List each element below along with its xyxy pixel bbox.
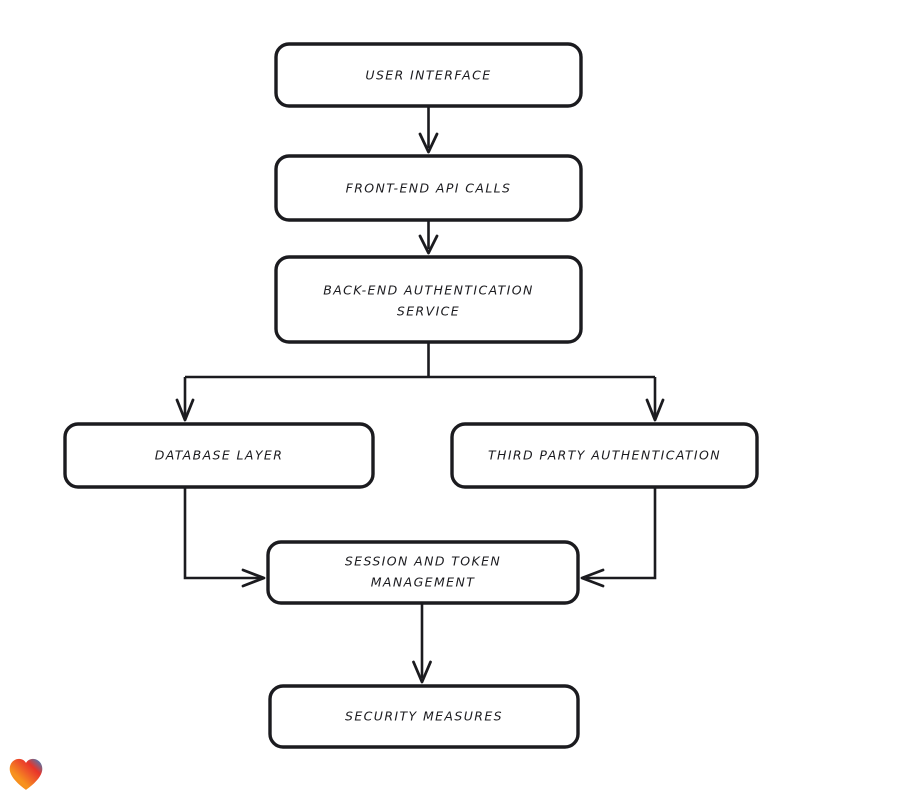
node-third-party-authentication-box[interactable]	[450, 422, 759, 489]
node-back-end-authentication-service[interactable]: Back-End Authentication Service	[274, 255, 583, 344]
node-security-measures[interactable]: Security Measures	[268, 684, 580, 749]
node-user-interface-label: User Interface	[365, 68, 491, 83]
node-security-measures-label: Security Measures	[345, 709, 503, 724]
node-back-end-authentication-service-box[interactable]	[274, 255, 583, 344]
node-front-end-api-calls-label: Front-End API Calls	[346, 181, 512, 196]
node-database-layer[interactable]: Database Layer	[63, 422, 375, 489]
edge-ui-to-frontend	[418, 106, 439, 154]
node-database-layer-box[interactable]	[63, 422, 375, 489]
node-back-end-authentication-service-label-line2: Service	[397, 304, 460, 319]
node-security-measures-box[interactable]	[268, 684, 580, 749]
node-session-and-token-management-label-line1: Session and Token	[345, 554, 501, 569]
edge-database-to-session	[183, 487, 266, 588]
edge-frontend-to-backend	[418, 220, 439, 255]
edge-session-to-security	[412, 603, 432, 684]
node-user-interface-box[interactable]	[274, 42, 583, 108]
node-session-and-token-management-box[interactable]	[266, 540, 580, 605]
heart-logo-icon	[9, 758, 43, 790]
node-back-end-authentication-service-label-line1: Back-End Authentication	[323, 283, 534, 298]
edge-backend-to-database	[175, 377, 195, 422]
node-front-end-api-calls-box[interactable]	[274, 154, 583, 222]
edge-backend-to-thirdparty	[645, 377, 665, 422]
node-session-and-token-management-label-line2: Management	[371, 575, 476, 590]
node-session-and-token-management[interactable]: Session and Token Management	[266, 540, 580, 605]
node-front-end-api-calls[interactable]: Front-End API Calls	[274, 154, 583, 222]
node-database-layer-label: Database Layer	[155, 448, 284, 463]
node-user-interface[interactable]: User Interface	[274, 42, 583, 108]
edge-backend-branch-trunk	[185, 342, 655, 379]
node-third-party-authentication[interactable]: Third Party Authentication	[450, 422, 759, 489]
edge-thirdparty-to-session	[580, 487, 657, 588]
node-third-party-authentication-label: Third Party Authentication	[488, 448, 721, 463]
